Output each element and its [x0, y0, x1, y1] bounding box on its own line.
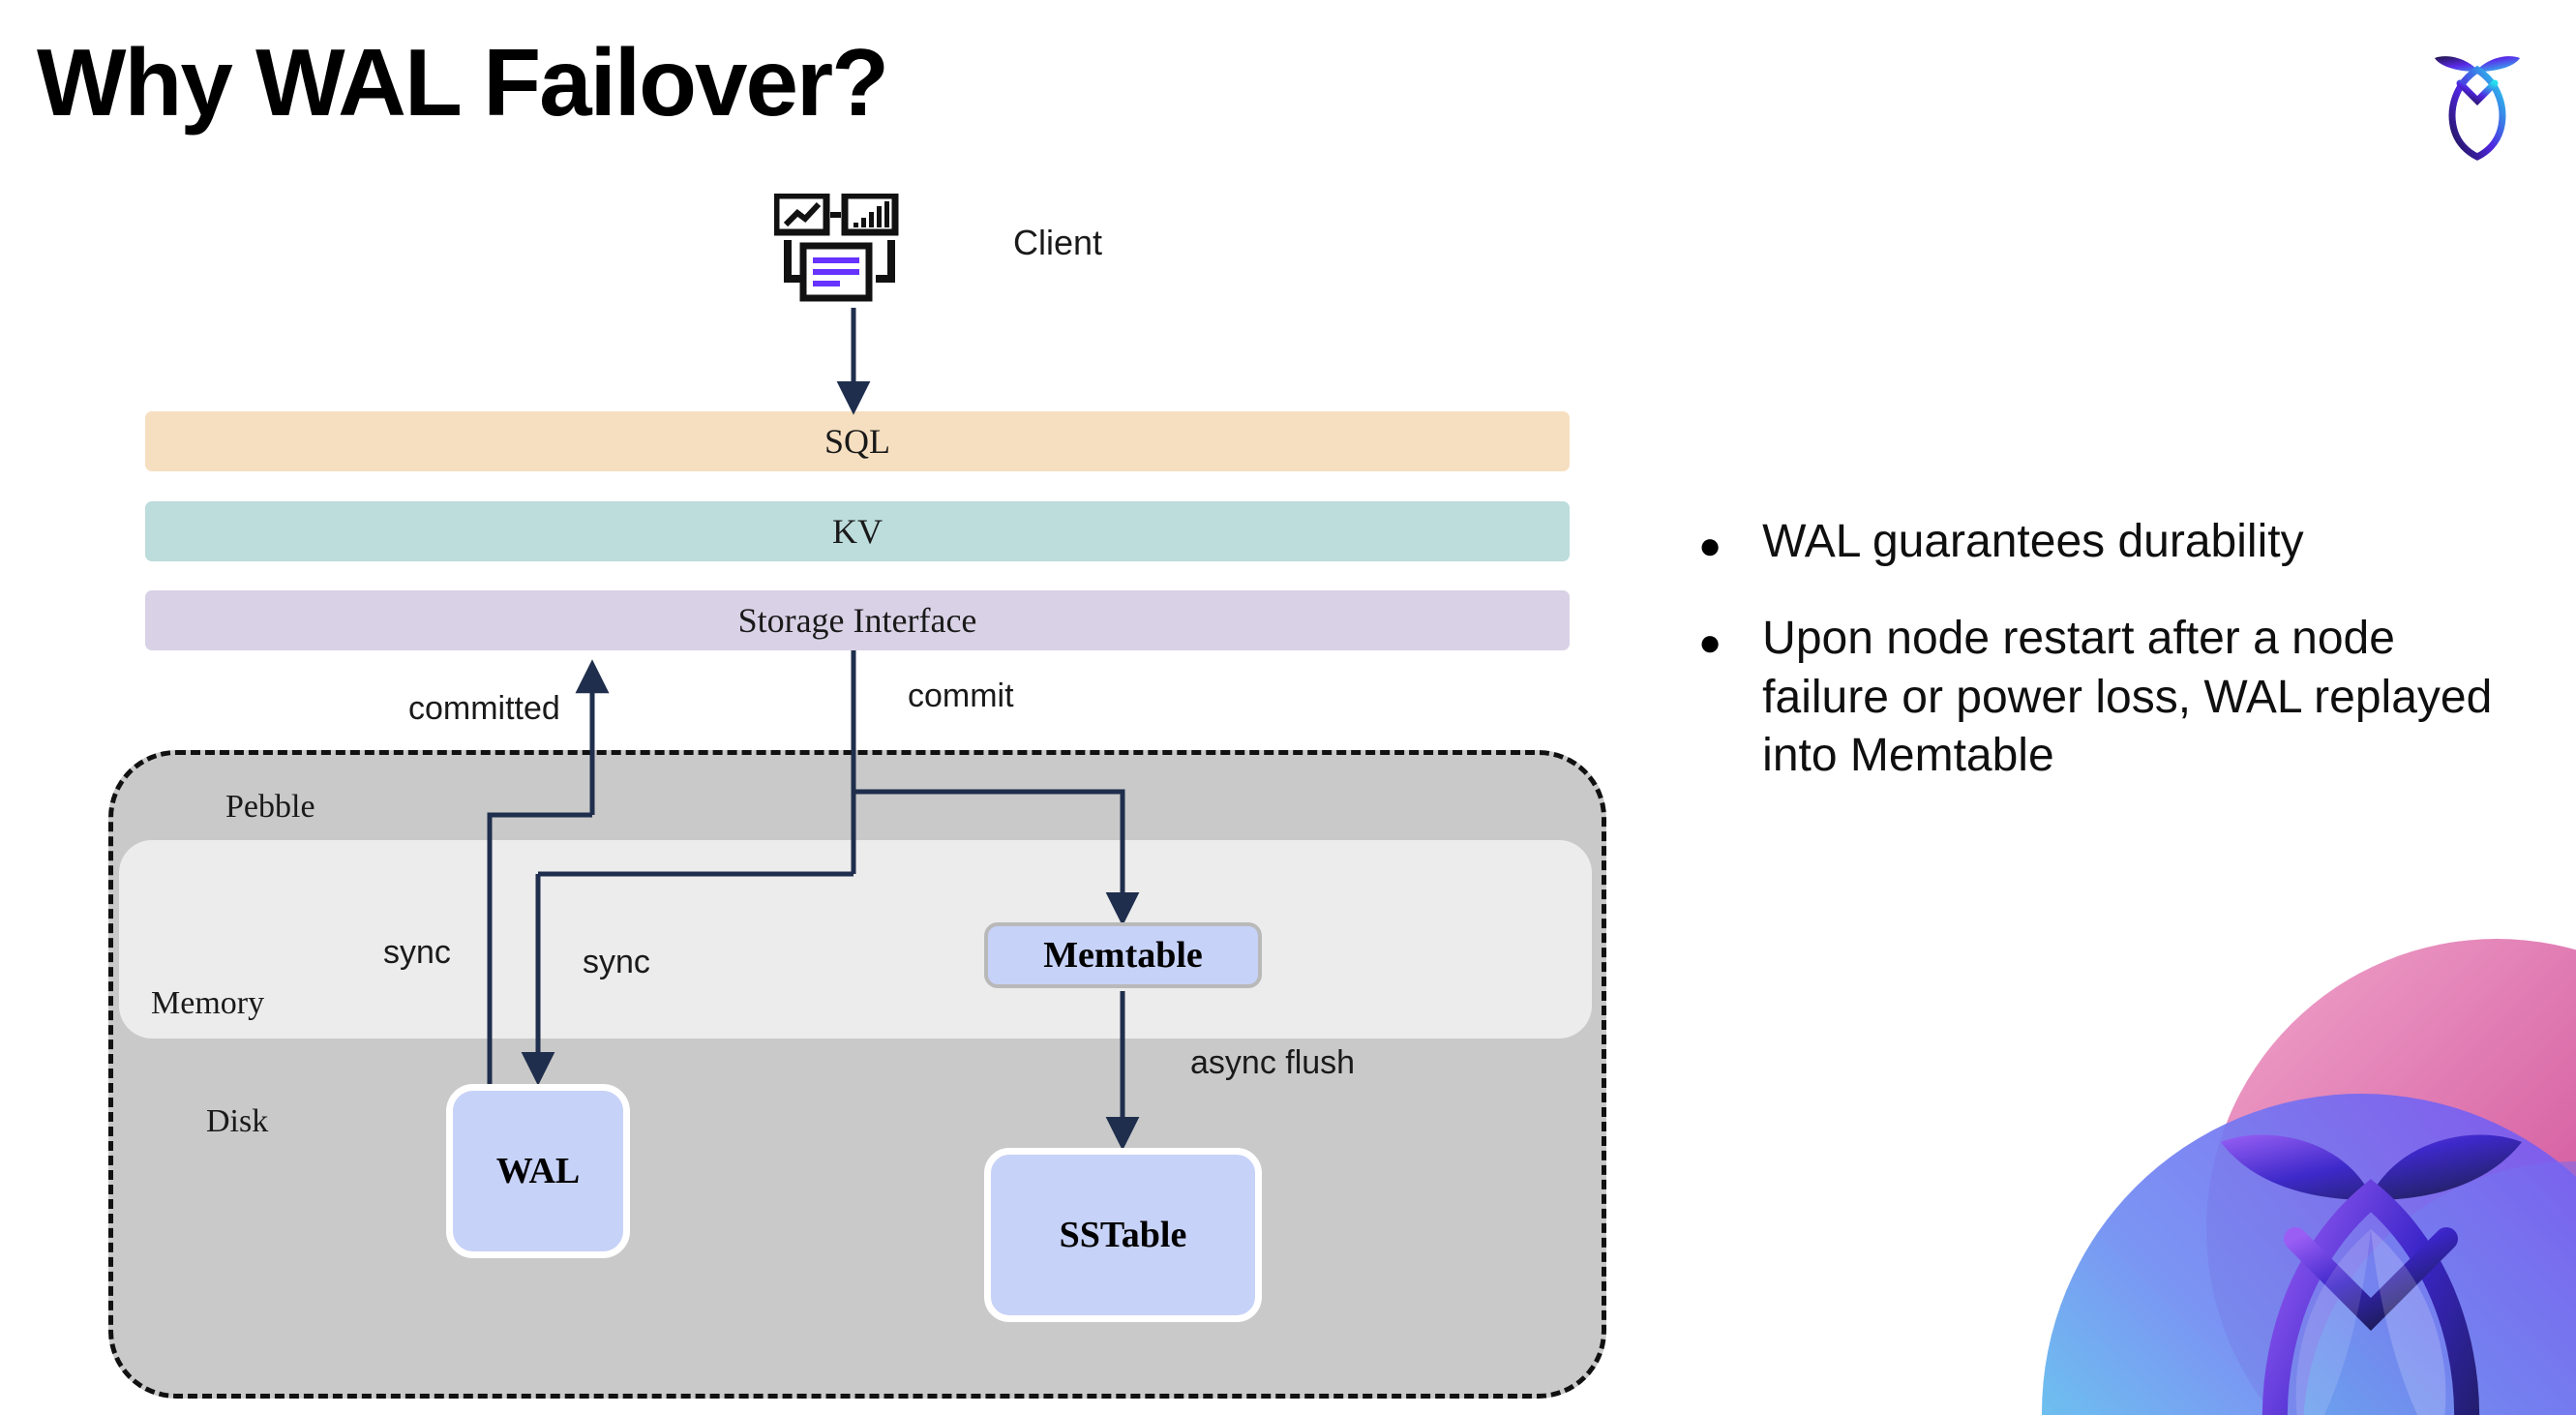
bullet-text: WAL guarantees durability	[1762, 516, 2304, 567]
edge-label-sync-left: sync	[383, 934, 451, 971]
layer-kv: KV	[145, 501, 1570, 561]
node-memtable: Memtable	[984, 922, 1262, 988]
node-sstable: SSTable	[984, 1148, 1262, 1322]
bullet-dot-icon: ●	[1698, 621, 1722, 665]
client-dashboard-icon	[772, 192, 929, 319]
bullet-list: ● WAL guarantees durability ● Upon node …	[1698, 513, 2531, 825]
pebble-label: Pebble	[225, 789, 315, 825]
edge-label-commit: commit	[908, 677, 1014, 714]
page-title: Why WAL Failover?	[37, 29, 889, 135]
architecture-diagram: Client SQL KV Storage Interface Pebble M…	[108, 192, 1606, 1399]
cockroachdb-watermark	[1955, 910, 2576, 1415]
layer-sql: SQL	[145, 411, 1570, 471]
bullet-text: Upon node restart after a node failure o…	[1762, 613, 2493, 782]
memory-label: Memory	[151, 985, 265, 1021]
cockroachdb-logo	[2410, 37, 2545, 172]
disk-label: Disk	[206, 1103, 269, 1139]
edge-label-sync-right: sync	[583, 944, 650, 980]
client-label: Client	[1013, 223, 1103, 262]
list-item: ● WAL guarantees durability	[1698, 513, 2531, 571]
node-wal: WAL	[446, 1084, 630, 1258]
layer-storage-interface: Storage Interface	[145, 590, 1570, 650]
memory-panel	[119, 840, 1592, 1039]
bullet-dot-icon: ●	[1698, 525, 1722, 567]
list-item: ● Upon node restart after a node failure…	[1698, 610, 2531, 785]
edge-label-committed: committed	[408, 690, 560, 727]
edge-label-async-flush: async flush	[1190, 1044, 1356, 1081]
